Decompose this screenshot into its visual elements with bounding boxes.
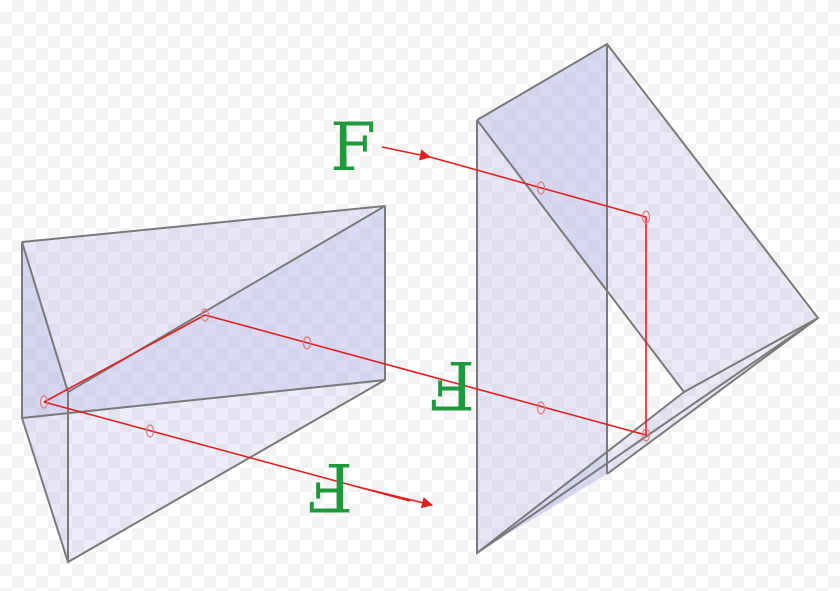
letter-f-inverted-group: F [307,448,353,525]
right-prism-hypotenuse-face [477,44,818,392]
marker-left-reflection [39,395,49,409]
marker-left-entry [302,336,312,350]
ray-diagonal-segment [43,314,206,403]
ray-outgoing [357,486,434,509]
marker-bottom-reflection [641,428,651,442]
letter-f-inverted: F [307,448,353,525]
ray-incoming [381,146,432,161]
letter-f-rotated-group: F [429,346,475,423]
letter-f-upright: F [330,109,376,186]
light-path [43,146,647,509]
right-prism-edges [476,42,820,555]
ray-point-markers [39,181,651,442]
ray-crossing-segment [204,314,647,436]
right-prism [476,42,820,555]
left-prism-hypotenuse-face [68,206,385,562]
right-prism-front-face [477,44,607,553]
marker-entry [536,181,546,195]
marker-left-exit [145,424,155,438]
marker-right-exit [536,401,546,415]
ray-exit-segment [43,401,411,502]
left-prism-edges [21,205,386,564]
marker-diagonal-reflection [200,308,210,322]
marker-top-reflection [641,210,651,224]
letter-f-rotated: F [429,346,475,423]
